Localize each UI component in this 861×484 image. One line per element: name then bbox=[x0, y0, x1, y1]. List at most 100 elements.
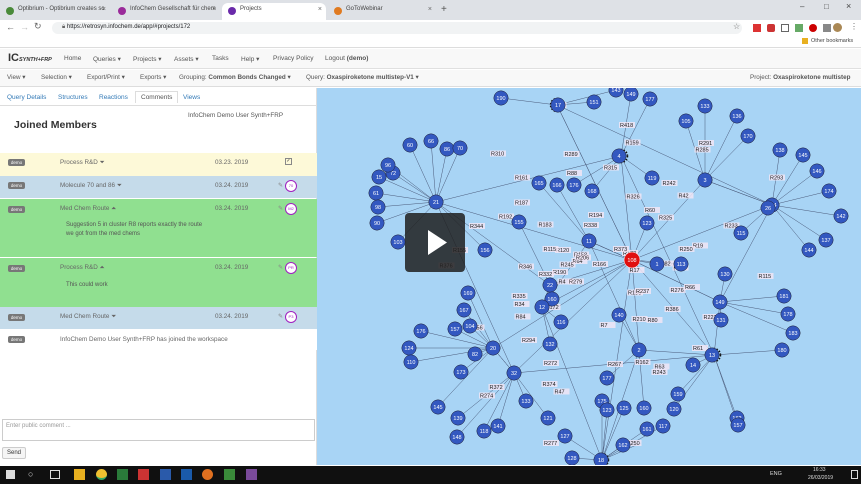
comment-row[interactable]: demo Process R&D ⏷ 03.23. 2019 ✓ bbox=[0, 153, 317, 176]
edge-label[interactable]: R233 bbox=[725, 224, 738, 230]
molecule-node[interactable]: 161 bbox=[639, 421, 655, 437]
node-circle[interactable] bbox=[477, 242, 493, 258]
node-circle[interactable] bbox=[462, 318, 478, 334]
nav-projects[interactable]: Projects ▾ bbox=[133, 56, 162, 63]
edge-label[interactable]: R245 bbox=[561, 263, 574, 269]
molecule-node[interactable]: 166 bbox=[549, 177, 565, 193]
comment-row[interactable]: demo Med Chem Route ⏷ 03.24. 2019 ✎ P3 bbox=[0, 307, 317, 329]
edge-label[interactable]: R159 bbox=[626, 141, 639, 147]
molecule-avatar[interactable]: P3 bbox=[285, 311, 297, 323]
molecule-node[interactable]: 149 bbox=[623, 88, 639, 102]
node-circle[interactable] bbox=[428, 194, 444, 210]
edge-label[interactable]: R4 bbox=[559, 280, 566, 286]
node-circle[interactable] bbox=[712, 294, 728, 310]
node-circle[interactable] bbox=[785, 325, 801, 341]
task-view-icon[interactable] bbox=[50, 470, 60, 479]
molecule-node[interactable]: 149 bbox=[712, 294, 728, 310]
edge-label[interactable]: R274 bbox=[480, 394, 493, 400]
molecule-node[interactable]: 174 bbox=[821, 183, 837, 199]
node-circle[interactable] bbox=[423, 133, 439, 149]
edge-label[interactable]: R88 bbox=[567, 171, 577, 177]
node-circle[interactable] bbox=[456, 302, 472, 318]
extension-icon[interactable] bbox=[823, 24, 831, 32]
molecule-node[interactable]: 108 bbox=[623, 251, 641, 269]
edge-label[interactable]: R386 bbox=[666, 307, 679, 313]
molecule-node[interactable]: 103 bbox=[390, 234, 406, 250]
molecule-node[interactable]: 14 bbox=[685, 357, 701, 373]
molecule-node[interactable]: 18 bbox=[593, 452, 609, 465]
maximize-icon[interactable]: □ bbox=[824, 2, 829, 11]
extension-icon[interactable] bbox=[767, 24, 775, 32]
molecule-node[interactable]: 104 bbox=[462, 318, 478, 334]
edge-label[interactable]: R277 bbox=[544, 441, 557, 447]
molecule-avatar[interactable]: 70 bbox=[285, 180, 297, 192]
close-tab-icon[interactable]: × bbox=[317, 6, 322, 13]
reaction-network-graph[interactable]: R419R418R291R293R326R19R187R192R155R190R… bbox=[317, 88, 861, 465]
molecule-node[interactable]: 190 bbox=[493, 90, 509, 106]
molecule-node[interactable]: 137 bbox=[818, 232, 834, 248]
node-circle[interactable] bbox=[639, 421, 655, 437]
node-circle[interactable] bbox=[685, 357, 701, 373]
edge-label[interactable]: R206 bbox=[576, 256, 589, 262]
molecule-avatar[interactable]: PR bbox=[285, 262, 297, 274]
node-circle[interactable] bbox=[593, 452, 609, 465]
molecule-node[interactable]: 141 bbox=[490, 418, 506, 434]
molecule-node[interactable]: 119 bbox=[644, 170, 660, 186]
comment-title[interactable]: Process R&D ⏷ bbox=[60, 159, 105, 166]
molecule-node[interactable]: 132 bbox=[542, 336, 558, 352]
extension-icon[interactable] bbox=[753, 24, 761, 32]
node-circle[interactable] bbox=[511, 214, 527, 230]
molecule-node[interactable]: 2 bbox=[631, 342, 647, 358]
edge-label[interactable]: R293 bbox=[770, 176, 783, 182]
edge-label[interactable]: R338 bbox=[584, 223, 597, 229]
node-circle[interactable] bbox=[616, 400, 632, 416]
powerpoint-icon[interactable] bbox=[138, 469, 149, 480]
molecule-node[interactable]: 176 bbox=[566, 177, 582, 193]
node-circle[interactable] bbox=[447, 321, 463, 337]
node-circle[interactable] bbox=[564, 450, 580, 465]
edge-label[interactable]: R172 bbox=[546, 305, 559, 311]
edge-label[interactable]: R374 bbox=[543, 382, 556, 388]
edge-label[interactable]: R192 bbox=[499, 215, 512, 221]
node-circle[interactable] bbox=[369, 215, 385, 231]
edge-label[interactable]: R120 bbox=[556, 248, 569, 254]
close-window-icon[interactable]: × bbox=[846, 1, 852, 11]
molecule-node[interactable]: 148 bbox=[449, 429, 465, 445]
edge-label[interactable]: R276 bbox=[671, 288, 684, 294]
molecule-node[interactable]: 117 bbox=[655, 418, 671, 434]
edge-label[interactable]: R47 bbox=[555, 390, 565, 396]
checkbox[interactable]: ✓ bbox=[285, 158, 292, 165]
molecule-node[interactable]: 183 bbox=[785, 325, 801, 341]
extension-icon[interactable] bbox=[809, 24, 817, 32]
menu-export-print[interactable]: Export/Print ▾ bbox=[87, 74, 125, 81]
molecule-avatar[interactable]: M2 bbox=[285, 203, 297, 215]
edge-label[interactable]: R61 bbox=[693, 346, 703, 352]
molecule-node[interactable]: 115 bbox=[733, 225, 749, 241]
edge-label[interactable]: R66 bbox=[685, 285, 695, 291]
edge-label[interactable]: R210 bbox=[633, 317, 646, 323]
app-icon[interactable] bbox=[224, 469, 235, 480]
node-circle[interactable] bbox=[485, 340, 501, 356]
edge-label[interactable]: R242 bbox=[663, 181, 676, 187]
edge-label[interactable]: R64 bbox=[573, 259, 583, 265]
molecule-node[interactable]: 13 bbox=[704, 347, 720, 363]
tab-views[interactable]: Views bbox=[183, 94, 201, 101]
edge-label[interactable]: R115 bbox=[759, 274, 772, 280]
node-circle[interactable] bbox=[772, 142, 788, 158]
tab-structures[interactable]: Structures bbox=[58, 94, 88, 101]
nav-logout[interactable]: Logout (demo) bbox=[325, 55, 368, 62]
edge-label[interactable]: R279 bbox=[569, 280, 582, 286]
edge-label[interactable]: R183 bbox=[539, 223, 552, 229]
molecule-node[interactable]: 22 bbox=[542, 277, 558, 293]
node-circle[interactable] bbox=[467, 346, 483, 362]
chrome-icon[interactable] bbox=[96, 469, 107, 480]
molecule-node[interactable]: 167 bbox=[456, 302, 472, 318]
explorer-icon[interactable] bbox=[74, 469, 85, 480]
node-circle[interactable] bbox=[649, 256, 665, 272]
molecule-node[interactable]: 118 bbox=[476, 423, 492, 439]
node-circle[interactable] bbox=[809, 163, 825, 179]
node-circle[interactable] bbox=[678, 113, 694, 129]
video-play-button[interactable] bbox=[405, 213, 465, 272]
node-circle[interactable] bbox=[611, 148, 627, 164]
